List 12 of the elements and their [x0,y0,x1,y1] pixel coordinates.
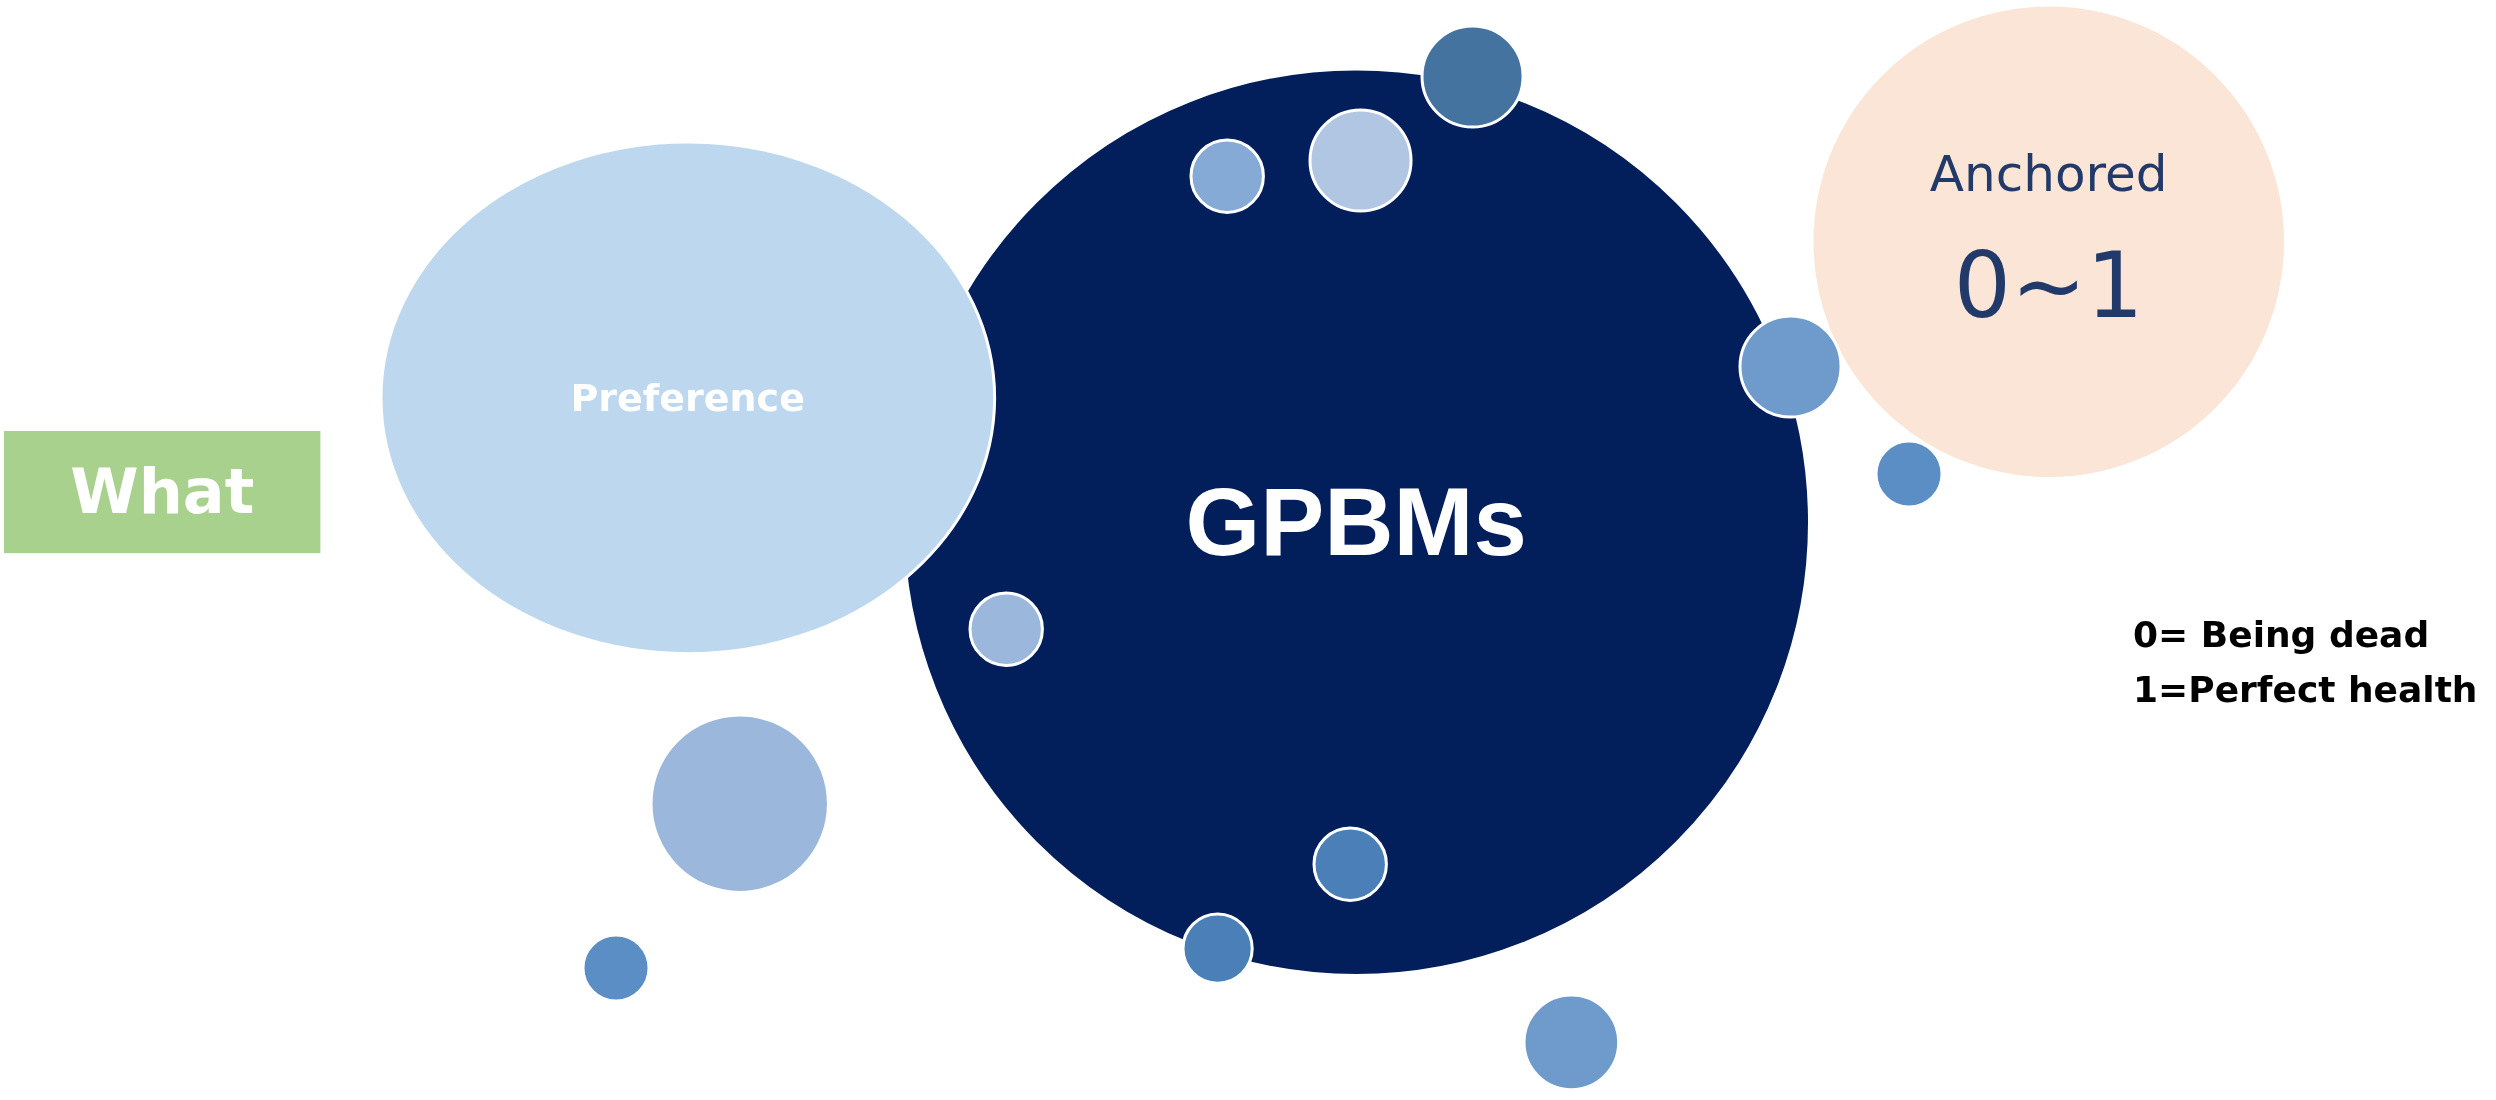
label-box [3,429,322,554]
range-text: 0~1 [1953,233,2144,339]
node-label: Anchored [1929,145,2168,204]
bubble [1308,108,1414,214]
bubble [1311,826,1389,903]
heading-text: What [70,455,255,529]
bubble [1189,138,1266,215]
bubble [967,590,1045,667]
node-label: GPBMs [1185,467,1527,578]
node-label: Preference [570,375,805,420]
note-text: 0= Being dead [2133,614,2430,656]
note-text: 1=Perfect health [2133,668,2478,710]
